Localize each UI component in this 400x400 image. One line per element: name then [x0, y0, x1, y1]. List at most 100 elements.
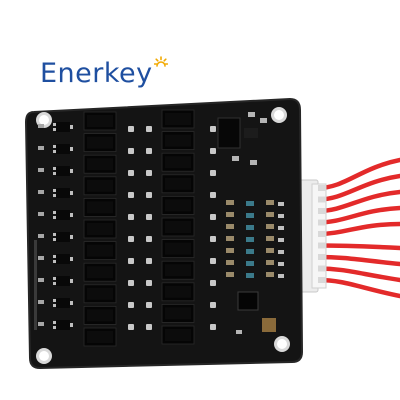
solder-pad	[146, 126, 152, 132]
small-ic	[56, 122, 70, 132]
solder-pad	[278, 250, 284, 254]
solder-pad	[128, 214, 134, 220]
connector-pin	[318, 208, 326, 214]
solder-pad	[146, 148, 152, 154]
connector-pin	[318, 265, 326, 272]
connector-pin	[318, 219, 326, 226]
solder-pad	[128, 126, 134, 132]
solder-pad	[278, 202, 284, 206]
resistor	[226, 200, 234, 205]
solder-pad	[236, 330, 242, 334]
solder-pad	[146, 258, 152, 264]
solder-pad	[210, 148, 216, 154]
resistor	[226, 212, 234, 217]
small-ic	[56, 210, 70, 220]
solder-pad	[128, 302, 134, 308]
connector-pin	[318, 254, 326, 260]
small-ic	[56, 298, 70, 308]
small-ic	[56, 232, 70, 242]
solder-pad	[146, 324, 152, 330]
resistor	[226, 236, 234, 241]
small-ic	[56, 188, 70, 198]
red-wire	[315, 266, 400, 283]
resistor	[266, 212, 274, 217]
solder-pad	[128, 236, 134, 242]
red-wire	[315, 277, 400, 299]
solder-pad	[210, 236, 216, 242]
resistor	[266, 200, 274, 205]
small-ic	[56, 144, 70, 154]
small-ic	[56, 254, 70, 264]
solder-pad	[128, 324, 134, 330]
solder-pad	[128, 280, 134, 286]
resistor	[266, 224, 274, 229]
connector-pin	[318, 277, 326, 283]
capacitor	[246, 261, 254, 266]
inductor	[262, 318, 276, 332]
capacitor	[246, 237, 254, 242]
small-ic	[56, 320, 70, 330]
solder-pad	[210, 280, 216, 286]
resistor	[266, 260, 274, 265]
resistor	[226, 224, 234, 229]
solder-pad	[146, 280, 152, 286]
silkscreen-strip	[34, 240, 37, 330]
resistor	[226, 248, 234, 253]
solder-pad	[146, 214, 152, 220]
solder-pad	[248, 112, 255, 117]
solder-pad	[210, 258, 216, 264]
solder-pad	[278, 262, 284, 266]
small-ic	[56, 276, 70, 286]
red-wire	[315, 221, 400, 237]
solder-pad	[278, 274, 284, 278]
sun-icon	[153, 56, 168, 67]
mounting-holes	[36, 107, 290, 364]
red-wire	[315, 243, 400, 251]
solder-pad	[146, 236, 152, 242]
capacitor	[246, 225, 254, 230]
solder-pad	[210, 324, 216, 330]
brand-name: Enerkey	[40, 58, 153, 89]
solder-pad	[210, 302, 216, 308]
solder-pad	[128, 170, 134, 176]
wire-harness	[315, 157, 400, 299]
capacitor	[246, 249, 254, 254]
control-ic	[217, 117, 241, 149]
connector-pin	[318, 185, 326, 191]
solder-pad	[210, 126, 216, 132]
red-wire	[315, 157, 400, 191]
solder-pad	[232, 156, 239, 161]
solder-pad	[210, 170, 216, 176]
solder-pad	[278, 214, 284, 218]
resistor	[266, 236, 274, 241]
capacitor	[246, 201, 254, 206]
resistor	[226, 272, 234, 277]
solder-pad	[146, 302, 152, 308]
solder-pad	[250, 160, 257, 165]
solder-pad	[128, 192, 134, 198]
capacitor	[246, 213, 254, 218]
pcb-components	[34, 109, 284, 347]
solder-pad	[146, 192, 152, 198]
brand-logo: Enerkey	[40, 56, 168, 87]
solder-pad	[146, 170, 152, 176]
solder-pad	[278, 238, 284, 242]
connector-pin	[318, 231, 326, 237]
power-ic	[237, 291, 259, 311]
solder-pad	[128, 148, 134, 154]
resistor	[266, 248, 274, 253]
solder-pad	[128, 258, 134, 264]
solder-pad	[260, 118, 267, 123]
small-ic	[56, 166, 70, 176]
connector-pin	[318, 242, 326, 249]
red-wire	[315, 254, 400, 267]
connector-pin	[318, 196, 326, 203]
resistor	[266, 272, 274, 277]
solder-pad	[210, 192, 216, 198]
connector-slots	[318, 185, 326, 283]
solder-pad	[210, 214, 216, 220]
resistor	[226, 260, 234, 265]
solder-pad	[278, 226, 284, 230]
capacitor	[246, 273, 254, 278]
